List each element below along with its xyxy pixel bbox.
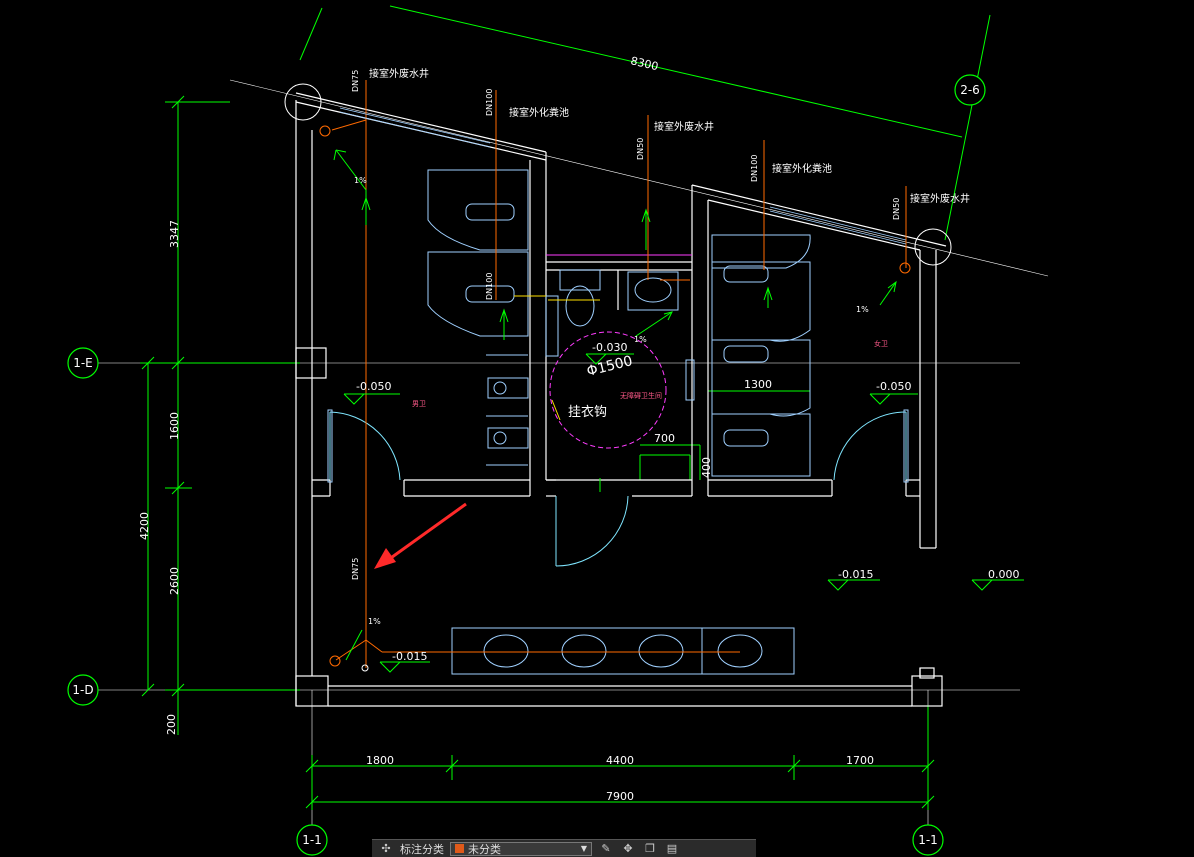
copy-icon[interactable]: ❐ [645, 841, 655, 855]
grid-label-texts: 1-E 1-D 1-1 1-1 2-6 [72, 83, 979, 847]
room-women: 女卫 [874, 339, 888, 348]
category-color-swatch [455, 844, 464, 853]
dim-bottom-c: 1700 [846, 754, 874, 767]
edit-icon[interactable]: ✎ [601, 841, 611, 855]
dim-bottom-a: 1800 [366, 754, 394, 767]
dim-inner-700: 700 [654, 432, 675, 445]
room-men: 男卫 [412, 400, 426, 408]
grid-bubbles [67, 74, 986, 856]
room-hook: 挂衣钩 [568, 404, 607, 420]
doors [327, 409, 909, 567]
dim-left-total: 4200 [138, 512, 151, 540]
dim-top-diag: 8300 [629, 54, 659, 73]
category-selected: 未分类 [468, 842, 501, 856]
walls [295, 92, 947, 707]
dim-inner-1300: 1300 [744, 378, 772, 391]
dim-circle: Φ1500 [585, 353, 634, 380]
pipe-label-1: 接室外废水井 [369, 67, 429, 80]
room-accessible: 无障碍卫生间 [620, 391, 662, 400]
grid-label-1e: 1-E [73, 356, 93, 370]
pipe-label-4: 接室外化粪池 [772, 162, 832, 175]
magenta-lines [546, 254, 692, 449]
slope-2: 1% [856, 305, 869, 314]
annotation-toolbar: ✣ 标注分类 未分类 ▼ ✎ ✥ ❐ ▤ [372, 839, 756, 857]
pipes [331, 80, 907, 668]
fixtures [427, 169, 811, 675]
pipe-label-5: 接室外废水井 [910, 192, 970, 205]
level-6: -0.015 [392, 650, 427, 663]
pipe-label-3: 接室外废水井 [654, 120, 714, 133]
pipe-dn75a: DN75 [351, 70, 360, 92]
level-5: 0.000 [988, 568, 1020, 581]
toolbar-label: 标注分类 [400, 842, 444, 856]
layers-icon[interactable]: ▤ [666, 841, 678, 855]
level-3: -0.050 [876, 380, 911, 393]
level-4: -0.015 [838, 568, 873, 581]
pipe-dn75b: DN75 [351, 558, 360, 580]
slope-arrows [333, 149, 897, 661]
dim-left-mid: 1600 [168, 412, 181, 440]
slope-1: 1% [354, 176, 367, 185]
level-markers [343, 353, 1024, 673]
pipe-dn100b: DN100 [750, 155, 759, 182]
pipe-dn50: DN50 [636, 138, 645, 160]
column-bubbles [284, 83, 952, 266]
pipe-dn50b: DN50 [892, 198, 901, 220]
grid-label-diag: 2-6 [960, 83, 980, 97]
level-1: -0.050 [356, 380, 391, 393]
chevron-down-icon: ▼ [580, 844, 587, 853]
category-select[interactable]: 未分类 ▼ [450, 841, 592, 856]
dim-left-bottom: 200 [165, 714, 178, 735]
room-texts: 男卫 女卫 无障碍卫生间 挂衣钩 [412, 339, 888, 420]
pipe-dn100c: DN100 [485, 273, 494, 300]
pipe-label-2: 接室外化粪池 [509, 106, 569, 119]
branch-lines [514, 295, 600, 421]
dim-left-low: 2600 [168, 567, 181, 595]
slope-3: 1% [634, 335, 647, 344]
grid-label-col-right: 1-1 [918, 833, 938, 847]
pipe-dn100a: DN100 [485, 89, 494, 116]
drain-icons [319, 125, 911, 672]
dim-bottom-total: 7900 [606, 790, 634, 803]
filter-icon[interactable]: ✣ [381, 841, 391, 855]
level-texts: -0.050 -0.030 -0.050 -0.015 0.000 -0.015 [356, 341, 1020, 663]
dim-bottom-b: 4400 [606, 754, 634, 767]
slope-texts: 1% 1% 1% 1% [354, 176, 869, 626]
dimension-lines [140, 5, 991, 810]
level-2: -0.030 [592, 341, 627, 354]
dimension-texts: 8300 3347 1600 4200 2600 200 1800 4400 1… [138, 54, 874, 803]
dim-inner-400: 400 [700, 457, 713, 478]
gutter-hatch [339, 107, 907, 245]
grid-label-col-left: 1-1 [302, 833, 322, 847]
grid-label-1d: 1-D [72, 683, 93, 697]
pipe-label-texts: 接室外废水井 接室外化粪池 接室外废水井 接室外化粪池 接室外废水井 DN75 … [351, 67, 970, 580]
move-icon[interactable]: ✥ [623, 841, 633, 855]
slope-4: 1% [368, 617, 381, 626]
annotation-arrow [374, 502, 467, 569]
dim-left-top: 3347 [168, 220, 181, 248]
